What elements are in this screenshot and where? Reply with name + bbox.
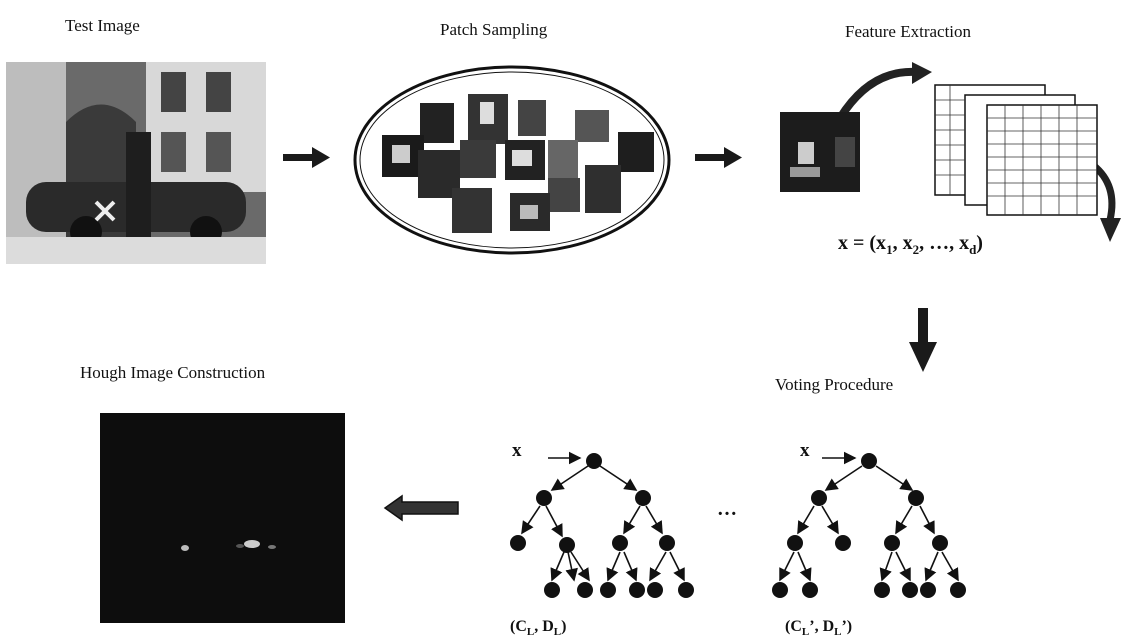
label-patch-sampling: Patch Sampling bbox=[440, 20, 548, 39]
extracted-patch bbox=[780, 112, 860, 192]
test-image bbox=[6, 62, 266, 264]
feature-vector: x = (x1, x2, …, xd) bbox=[838, 232, 983, 257]
tree-2-input-label: x bbox=[800, 440, 810, 461]
tree-2-nodes bbox=[772, 453, 966, 598]
tree-2-edges bbox=[779, 451, 959, 582]
leaf-label-1: (CL, DL) bbox=[510, 618, 567, 639]
leaf-label-2: (CL’, DL’) bbox=[785, 618, 853, 639]
hough-image bbox=[100, 413, 345, 623]
tree-1-nodes bbox=[510, 453, 694, 598]
tree-1-input-label: x bbox=[512, 440, 522, 461]
trees-ellipsis: … bbox=[717, 498, 737, 520]
label-hough-construction: Hough Image Construction bbox=[80, 363, 266, 382]
tree-1-edges bbox=[521, 451, 685, 582]
label-test-image: Test Image bbox=[65, 16, 140, 35]
label-voting-procedure: Voting Procedure bbox=[775, 375, 894, 394]
label-feature-extraction: Feature Extraction bbox=[845, 22, 972, 41]
